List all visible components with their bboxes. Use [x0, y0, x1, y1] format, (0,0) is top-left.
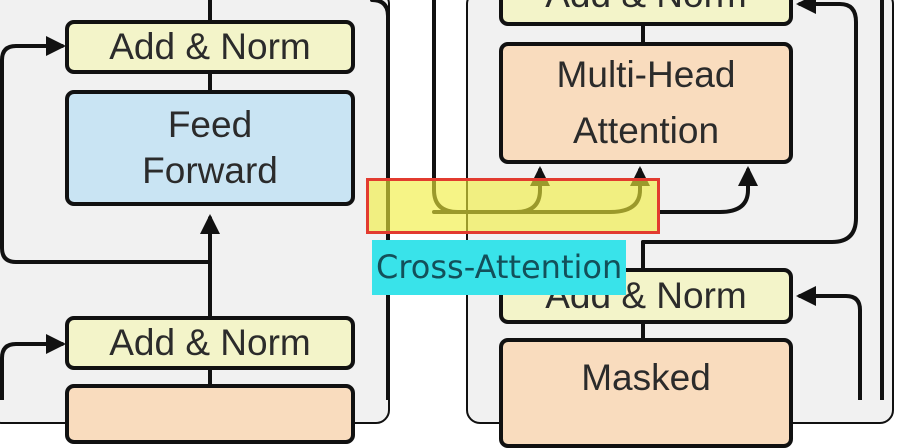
- decoder-masked-attention: Masked: [499, 338, 793, 448]
- decoder-residual-top: [641, 0, 858, 244]
- encoder-feed-forward: Feed Forward: [65, 90, 355, 206]
- encoder-output-line: [370, 0, 390, 400]
- masked-attention-label: Masked: [581, 357, 711, 398]
- encoder-residual-bottom: [0, 334, 66, 400]
- encoder-add-norm-bottom-label: Add & Norm: [109, 322, 311, 363]
- cross-attention-label-line2: Attention: [572, 110, 720, 151]
- encoder-residual-top: [0, 36, 212, 264]
- encoder-attention-block-partial: [65, 384, 355, 444]
- encoder-add-norm-bottom: Add & Norm: [65, 316, 355, 370]
- feed-forward-label-line2: Forward: [142, 150, 278, 191]
- decoder-cross-attention: Multi-Head Attention: [499, 42, 793, 164]
- decoder-add-norm-top: Add & Norm: [499, 0, 793, 26]
- decoder-add-norm-top-label: Add & Norm: [545, 0, 747, 16]
- decoder-residual-bottom: [796, 286, 862, 400]
- cross-attention-label-line1: Multi-Head: [556, 54, 736, 95]
- encoder-add-norm-top: Add & Norm: [65, 20, 355, 74]
- cross-attention-caption: Cross-Attention: [372, 240, 627, 295]
- decoder-add-norm-middle: Add & Norm: [499, 268, 793, 324]
- encoder-add-norm-top-label: Add & Norm: [109, 26, 311, 67]
- cross-attention-highlight-box: [366, 178, 660, 234]
- feed-forward-label-line1: Feed: [167, 104, 253, 145]
- decoder-query-arrow: [658, 166, 758, 214]
